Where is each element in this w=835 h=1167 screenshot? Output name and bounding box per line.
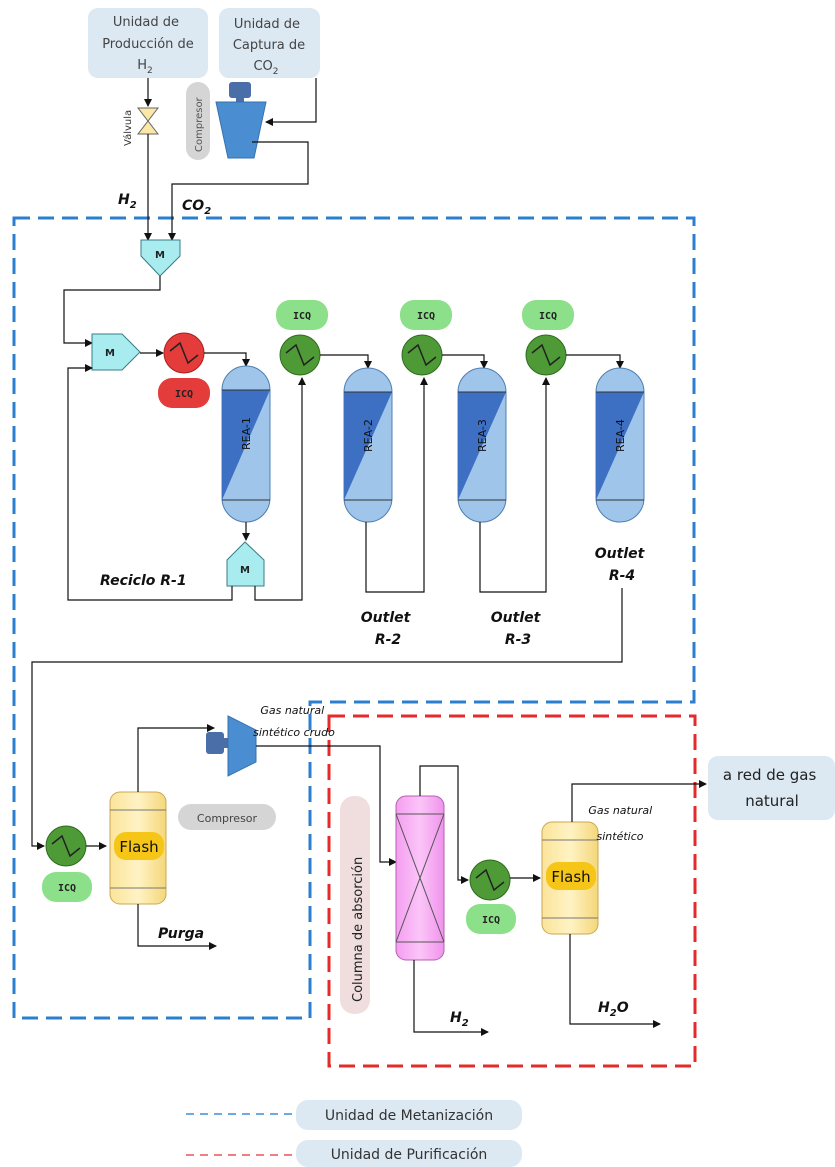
mixer-2: M — [91, 333, 141, 371]
heater-green-2-icon — [401, 334, 443, 376]
h2-out-label: H2 — [450, 1010, 469, 1029]
h2-stream-label: H2 — [118, 192, 137, 211]
reactor-rea-2: REA-2 — [343, 367, 393, 523]
co2-capture-unit: Unidad de Captura de CO2 — [219, 8, 320, 78]
svg-text:ICQ: ICQ — [58, 883, 76, 894]
mixer-3: M — [226, 541, 265, 587]
icq-badge-1: ICQ — [276, 300, 328, 330]
svg-text:REA-2: REA-2 — [362, 419, 375, 452]
reactor-rea-4: REA-4 — [595, 367, 645, 523]
heater-green-1-icon — [279, 334, 321, 376]
metanizacion-boundary — [12, 216, 696, 1020]
svg-text:ICQ: ICQ — [293, 311, 311, 322]
heater-green-3-icon — [525, 334, 567, 376]
legend: Unidad de Metanización Unidad de Purific… — [186, 1100, 522, 1167]
absorption-column-label: Columna de absorción — [340, 796, 370, 1014]
svg-text:Compresor: Compresor — [197, 812, 258, 825]
svg-text:H2: H2 — [137, 58, 153, 76]
svg-text:REA-1: REA-1 — [240, 417, 253, 450]
legend-purificacion-box — [296, 1140, 522, 1167]
compressor-bottom-label: Compresor — [178, 804, 276, 830]
compressor-top-label: Compresor — [186, 82, 210, 160]
outlet-r3-label: Outlet R-3 — [491, 610, 545, 648]
valve-icon — [136, 107, 160, 135]
icq-badge-3: ICQ — [522, 300, 574, 330]
purga-label: Purga — [158, 926, 204, 942]
icq-badge-red: ICQ — [158, 378, 210, 408]
svg-text:Columna de absorción: Columna de absorción — [351, 857, 366, 1002]
svg-text:Flash: Flash — [551, 868, 590, 886]
reactor-rea-1: REA-1 — [221, 365, 271, 523]
svg-text:Flash: Flash — [119, 838, 158, 856]
icq-badge-5: ICQ — [466, 904, 516, 934]
mixer-1: M — [140, 239, 181, 277]
svg-text:ICQ: ICQ — [482, 915, 500, 926]
svg-text:M: M — [240, 565, 250, 576]
absorption-column — [395, 795, 445, 961]
svg-text:CO2: CO2 — [253, 59, 278, 77]
svg-text:REA-4: REA-4 — [614, 419, 627, 452]
icq-badge-2: ICQ — [400, 300, 452, 330]
legend-metanizacion-box — [296, 1100, 522, 1130]
svg-text:REA-3: REA-3 — [476, 419, 489, 452]
compressor-bottom-icon — [206, 715, 257, 777]
h2o-out-label: H2O — [598, 1000, 629, 1019]
heater-red-icon — [163, 332, 205, 374]
compressor-top-icon — [215, 82, 267, 159]
svg-text:ICQ: ICQ — [175, 389, 193, 400]
outlet-r4-label: Outlet R-4 — [595, 546, 649, 584]
h2-production-unit: Unidad de Producción de H2 — [88, 8, 208, 78]
svg-text:a red de gas natural: a red de gas natural — [723, 766, 821, 810]
svg-text:Unidad de Captura de: Unidad de Captura de — [233, 17, 305, 53]
svg-text:ICQ: ICQ — [539, 311, 557, 322]
heater-green-5-icon — [469, 859, 511, 901]
outlet-r2-label: Outlet R-2 — [361, 610, 415, 648]
valve-label: Válvula — [122, 110, 134, 146]
heater-green-4-icon — [45, 825, 87, 867]
flash-vessel-1: Flash — [109, 791, 167, 905]
crude-gas-label: Gas natural sintético crudo — [253, 704, 335, 739]
svg-text:Compresor: Compresor — [194, 96, 205, 152]
gas-grid-destination: a red de gas natural — [708, 756, 835, 820]
synthetic-gas-label: Gas natural sintético — [588, 804, 655, 843]
icq-badge-4: ICQ — [42, 872, 92, 902]
svg-text:M: M — [105, 348, 115, 359]
svg-text:ICQ: ICQ — [417, 311, 435, 322]
purificacion-boundary — [327, 714, 697, 1068]
svg-text:M: M — [155, 250, 165, 261]
legend-metanizacion-label: Unidad de Metanización — [325, 1108, 493, 1124]
svg-text:Unidad de Producción de: Unidad de Producción de — [102, 15, 194, 52]
co2-stream-label: CO2 — [182, 198, 211, 217]
flash-vessel-2: Flash — [541, 821, 599, 935]
reciclo-label: Reciclo R-1 — [100, 573, 187, 589]
legend-purificacion-label: Unidad de Purificación — [331, 1147, 488, 1163]
reactor-rea-3: REA-3 — [457, 367, 507, 523]
